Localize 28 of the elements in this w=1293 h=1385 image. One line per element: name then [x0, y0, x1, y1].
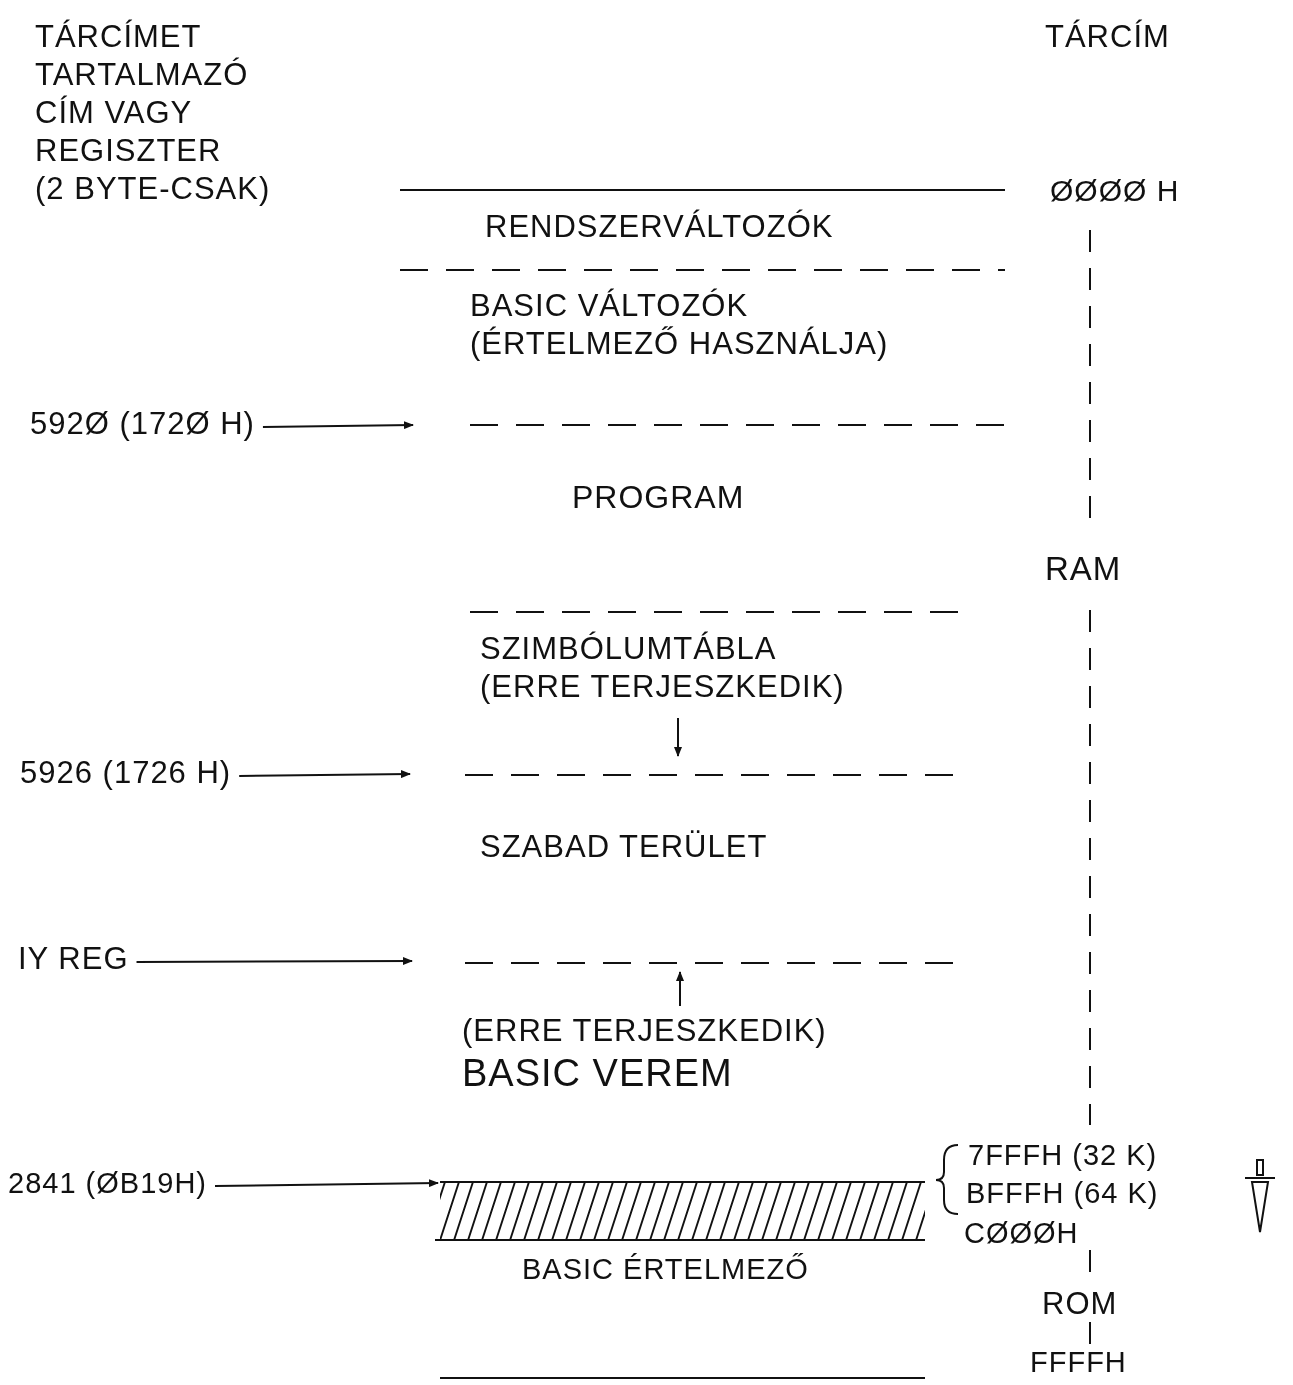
address-label: 7FFFH (32 K) [968, 1138, 1158, 1173]
address-label: ØØØØ H [1050, 173, 1180, 209]
arrow [214, 1179, 439, 1188]
arrow [135, 957, 413, 966]
region-note: (ERRE TERJESZKEDIK) [480, 668, 845, 706]
column-heading: TÁRCÍMET TARTALMAZÓ CÍM VAGY REGISZTER (2 BYTE-CSAK) [35, 18, 271, 208]
region-note: (ÉRTELMEZŐ HASZNÁLJA) [470, 325, 889, 363]
address-label: IY REG [18, 940, 129, 978]
address-label: FFFFH [1030, 1345, 1127, 1380]
address-label: BFFFH (64 K) [966, 1176, 1159, 1211]
region-label: SZABAD TERÜLET [480, 828, 768, 866]
region-label: BASIC VÁLTOZÓK [470, 287, 750, 325]
hatched-band [440, 1183, 925, 1239]
address-label: CØØØH [964, 1216, 1079, 1251]
region-label: PROGRAM [572, 478, 745, 516]
arrow [238, 770, 411, 779]
address-label: 592Ø (172Ø H) [30, 405, 255, 443]
column-heading: TÁRCÍM [1045, 18, 1170, 56]
memory-type-label: ROM [1042, 1285, 1118, 1323]
region-label: BASIC ÉRTELMEZŐ [522, 1250, 809, 1288]
memory-type-label: RAM [1045, 550, 1122, 588]
region-label: SZIMBÓLUMTÁBLA [480, 630, 778, 668]
region-label: RENDSZERVÁLTOZÓK [485, 208, 834, 246]
region-label: BASIC VEREM [462, 1051, 734, 1096]
address-label: 5926 (1726 H) [20, 754, 232, 792]
arrow [261, 421, 414, 430]
address-label: 2841 (ØB19H) [8, 1164, 207, 1202]
region-note: (ERRE TERJESZKEDIK) [462, 1012, 827, 1050]
